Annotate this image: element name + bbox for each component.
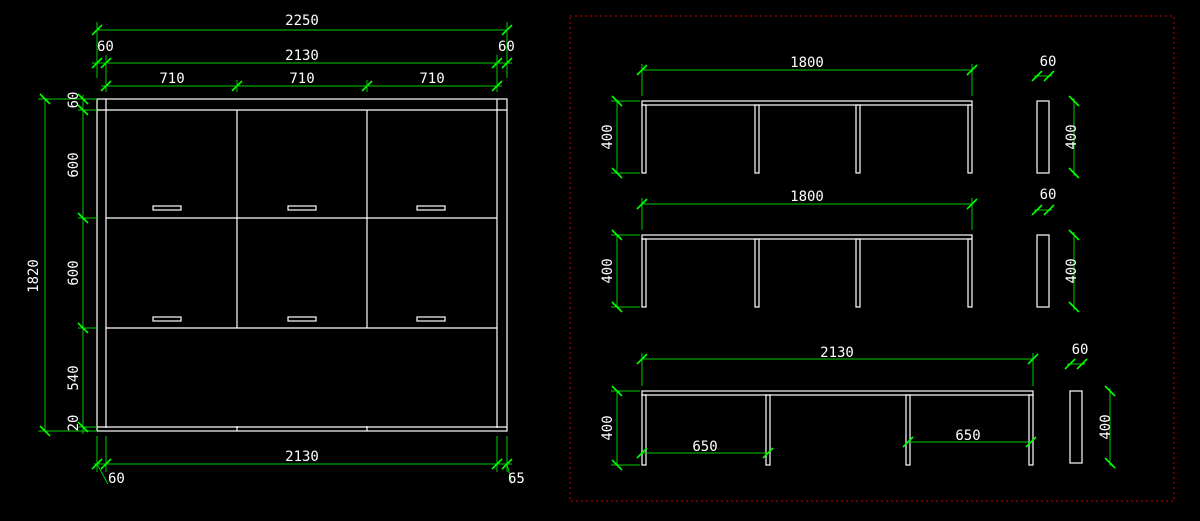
door-handle	[152, 316, 182, 322]
front-top-dimensions: 2250 60 2130 60 710 710 710	[91, 13, 515, 92]
door-handle	[416, 316, 446, 322]
dim-door-width-2: 710	[289, 71, 314, 87]
end-1-height: 400	[1064, 124, 1080, 149]
end-2-width: 60	[1040, 187, 1057, 203]
door-handle	[287, 205, 317, 211]
detail-frame	[569, 15, 1175, 502]
cabinet-outline	[96, 98, 508, 432]
end-3-height: 400	[1098, 414, 1114, 439]
side-3-height: 400	[600, 415, 616, 440]
side-1-length: 1800	[790, 55, 824, 71]
dim-row-1-height: 600	[66, 152, 82, 177]
side-3-length: 2130	[820, 345, 854, 361]
front-view	[96, 98, 508, 432]
dim-overall-height: 1820	[26, 259, 42, 293]
dim-overall-width: 2250	[285, 13, 319, 29]
dim-plinth-height: 20	[66, 415, 82, 432]
side-3-leg-gap-right: 650	[955, 428, 980, 444]
end-2-height: 400	[1064, 258, 1080, 283]
door-handle	[416, 205, 446, 211]
dim-right-side-width: 60	[498, 39, 515, 55]
dim-door-width-3: 710	[419, 71, 444, 87]
dim-left-side-width: 60	[97, 39, 114, 55]
side-view-3: 2130 400 650 650 60 400	[600, 342, 1116, 471]
end-view-3	[1069, 390, 1083, 464]
side-2-height: 400	[600, 258, 616, 283]
end-view-2	[1036, 234, 1050, 308]
end-3-width: 60	[1072, 342, 1089, 358]
dim-door-width-1: 710	[159, 71, 184, 87]
end-1-width: 60	[1040, 54, 1057, 70]
front-height-dimensions: 1820 60 600 600 540 20	[26, 92, 97, 437]
side-2-length: 1800	[790, 189, 824, 205]
dim-bottom-left: 60	[108, 471, 125, 487]
door-handle	[287, 316, 317, 322]
dim-top-height: 60	[66, 92, 82, 109]
dim-inner-width: 2130	[285, 48, 319, 64]
dim-row-2-height: 600	[66, 260, 82, 285]
end-view-1	[1036, 100, 1050, 174]
dim-bottom-right: 65	[508, 471, 525, 487]
side-3-leg-gap-left: 650	[692, 439, 717, 455]
front-bottom-dimensions: 2130 60 65	[91, 436, 525, 487]
side-view-1: 1800 400 60 400	[600, 54, 1080, 179]
side-view-2: 1800 400 60 400	[600, 187, 1080, 313]
dim-base-height: 540	[66, 365, 82, 390]
door-handle	[152, 205, 182, 211]
dim-bottom-inner-width: 2130	[285, 449, 319, 465]
side-1-height: 400	[600, 124, 616, 149]
